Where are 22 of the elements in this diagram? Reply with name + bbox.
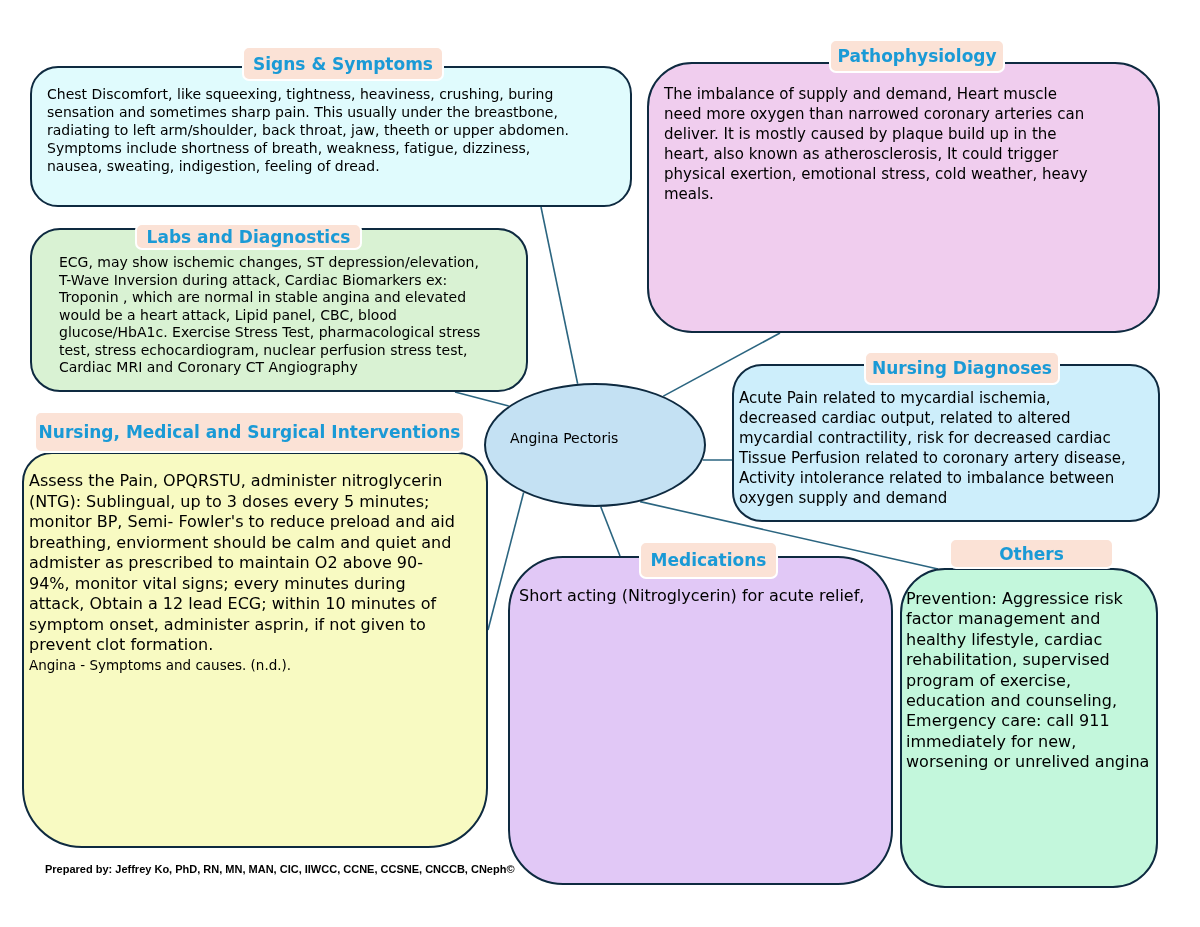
connector-line (487, 491, 525, 631)
connector-line (454, 391, 510, 407)
citation-text: Angina - Symptoms and causes. (n.d.). (29, 655, 293, 674)
body-text: ECG, may show ischemic changes, ST depression/elevation, T-Wave Inversion during attack, Cardiac Biomarkers ex: Troponin , which are normal in stable angina and elevated would be a heart attack, Lipid panel, CBC, blood glucose/HbA1c. Exercise Stress Test, pharmacological stress test, stress echocardiogram, nuclear perfusion stress test, Cardiac MRI and Coronary CT Angiography (59, 254, 482, 377)
body-text: Assess the Pain, OPQRSTU, administer nitroglycerin (NTG): Sublingual, up to 3 doses every 5 minutes; monitor BP, Semi- Fowler's to reduce preload and aid breathing, enviorment should be calm and quiet and admister as prescribed to maintain O2 above 90-94%, monitor vital signs; every minutes during attack, Obtain a 12 lead ECG; within 10 minutes of symptom onset, administer asprin, if not given to prevent clot formation. (29, 471, 456, 656)
body-text: Short acting (Nitroglycerin) for acute relief, (519, 586, 866, 606)
section-heading: Nursing, Medical and Surgical Interventions (34, 411, 465, 453)
connector-line (540, 206, 579, 385)
section-heading: Medications (639, 541, 778, 579)
body-text: Acute Pain related to mycardial ischemia, decreased cardiac output, related to altered mycardial contractility, risk for decreased cardiac Tissue Perfusion related to coronary artery disease, Activity intolerance related to imbalance between oxygen supply and demand (739, 388, 1127, 508)
section-heading: Others (949, 538, 1114, 569)
topic-title: Angina Pectoris (510, 428, 620, 448)
section-heading: Signs & Symptoms (242, 46, 444, 81)
section-heading: Labs and Diagnostics (135, 223, 362, 250)
connector-line (662, 332, 781, 397)
body-text: The imbalance of supply and demand, Heart muscle need more oxygen than narrowed coronary arteries can deliver. It is mostly caused by plaque build up in the heart, also known as atherosclerosis, It could trigger physical exertion, emotional stress, cold weather, heavy meals. (664, 84, 1089, 204)
section-heading: Nursing Diagnoses (864, 351, 1060, 385)
author-credit: Prepared by: Jeffrey Ko, PhD, RN, MN, MAN, CIC, IIWCC, CCNE, CCSNE, CNCCB, CNeph© (45, 863, 515, 875)
body-text: Prevention: Aggressice risk factor management and healthy lifestyle, cardiac rehabilitation, supervised program of exercise, education and counseling, Emergency care: call 911 immediately for new, worsening or unrelived angina (906, 589, 1151, 773)
section-heading: Pathophysiology (829, 39, 1005, 73)
body-text: Chest Discomfort, like squeexing, tightness, heaviness, crushing, buring sensation and sometimes sharp pain. This usually under the breastbone, radiating to left arm/shoulder, back throat, jaw, theeth or upper abdomen. Symptoms include shortness of breath, weakness, fatigue, dizziness, nausea, sweating, indigestion, feeling of dread. (47, 85, 571, 175)
connector-line (600, 506, 621, 557)
